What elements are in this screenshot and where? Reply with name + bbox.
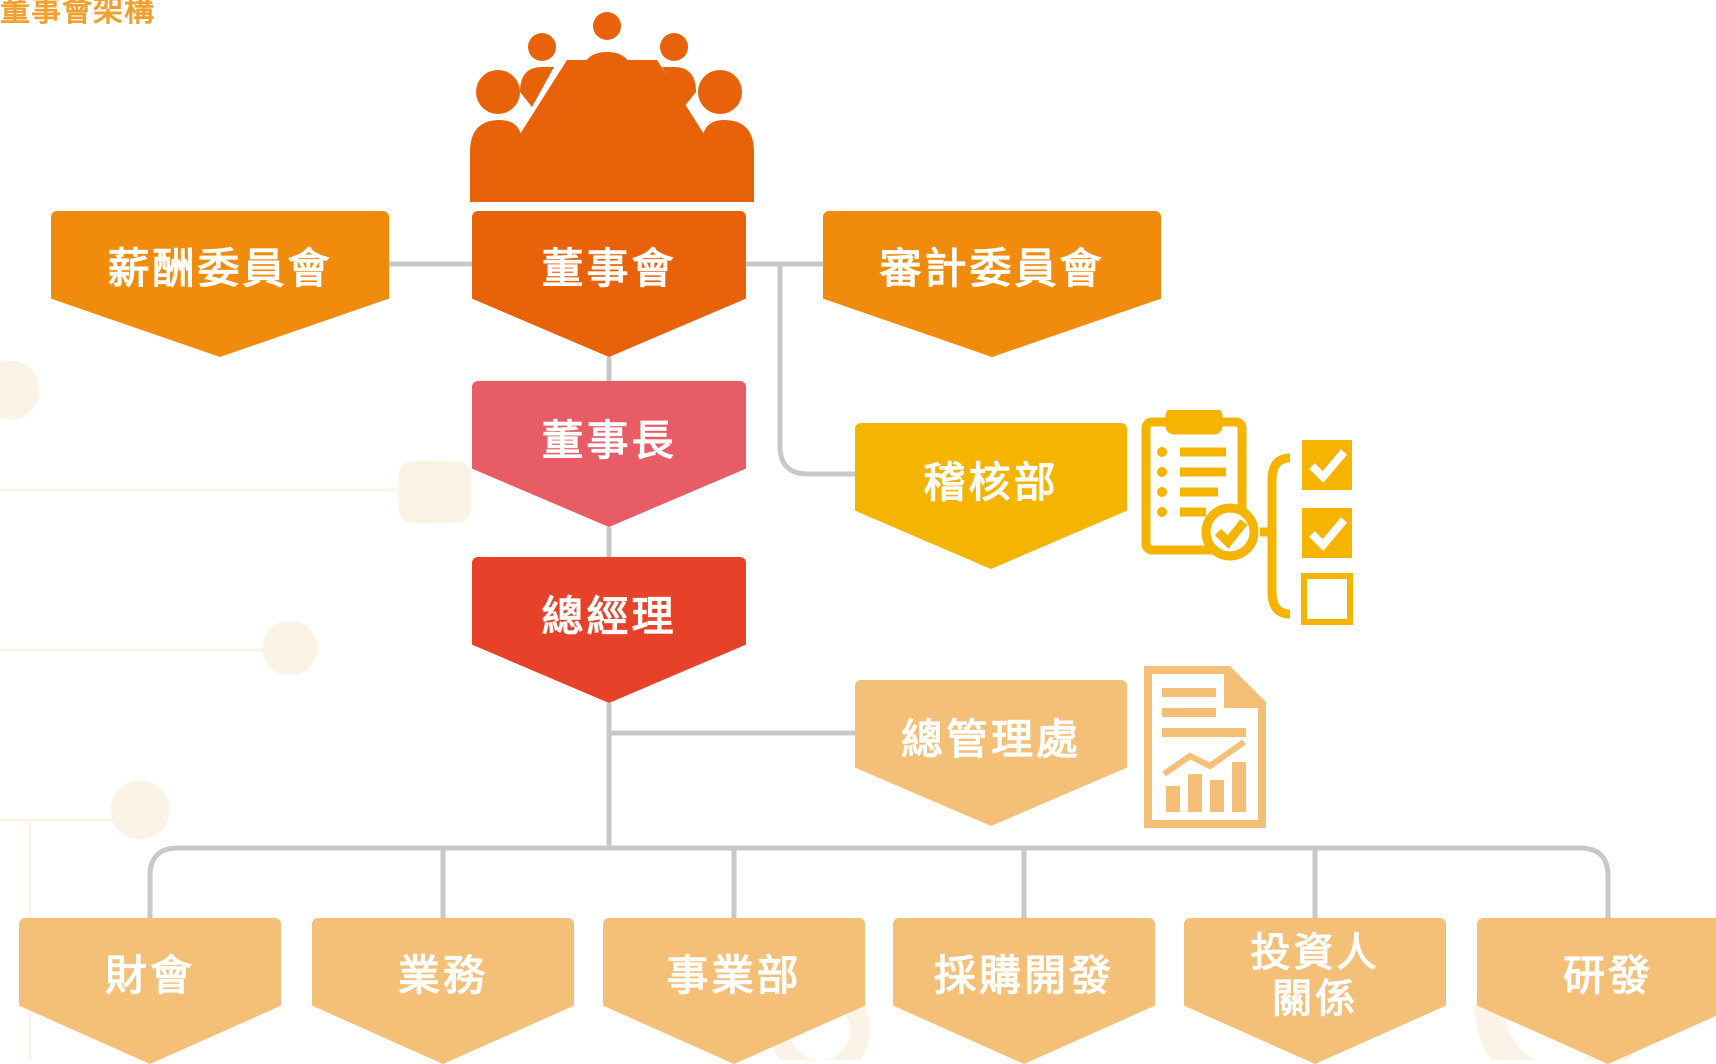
clipboard-checklist-icon [1141,410,1353,625]
general-administration-label: 總管理處 [900,715,1081,764]
chairman-label: 董事長 [541,416,677,465]
department-label: 財會 [104,951,195,1000]
report-chart-icon [1144,666,1266,828]
general-manager-label: 總經理 [541,592,677,641]
meeting-table-icon [470,12,754,202]
department-label: 採購開發 [933,951,1114,1000]
department-label: 業務 [397,951,488,1000]
compensation-committee-label: 薪酬委員會 [107,244,333,293]
page-title: 董事會架構 [0,0,155,29]
board-of-directors-label: 董事會 [541,244,677,293]
department-label-line2: 關係 [1272,976,1358,1022]
department-label: 事業部 [666,951,802,1000]
compensation-committee-node: 薪酬委員會 [51,211,389,357]
internal-audit-label: 稽核部 [923,458,1059,507]
department-label: 研發 [1562,951,1653,1000]
audit-committee-label: 審計委員會 [879,244,1105,293]
department-label-line1: 投資人 [1250,930,1380,976]
